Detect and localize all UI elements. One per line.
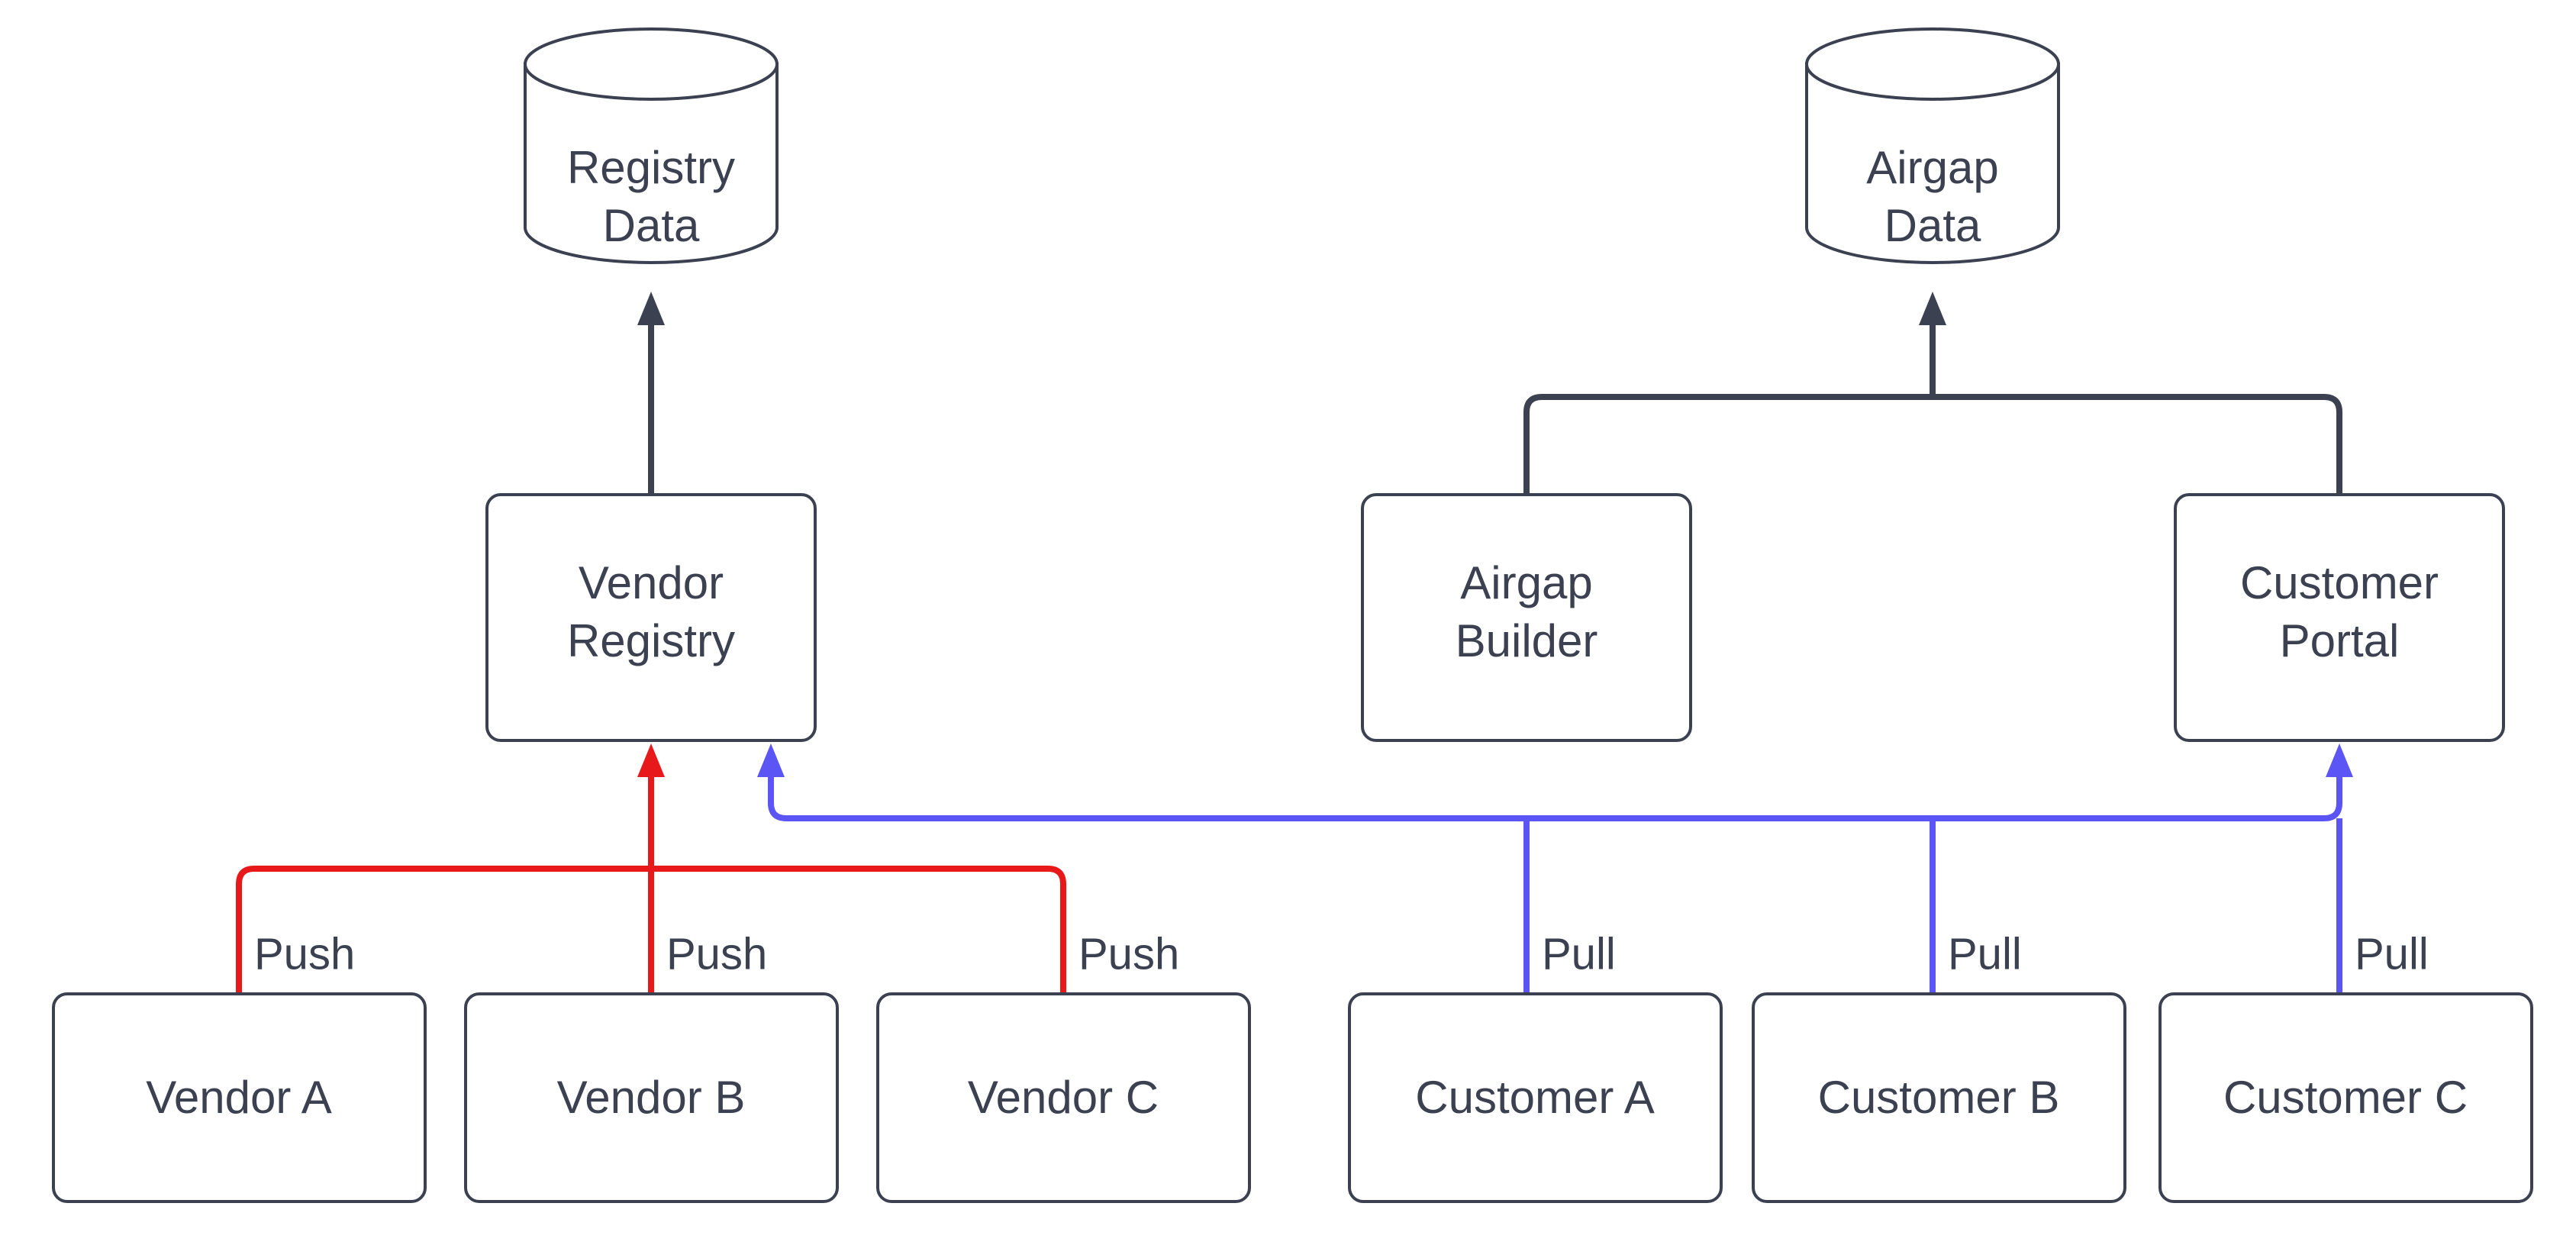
node-label: Vendor C xyxy=(968,1072,1159,1123)
node-label: Vendor B xyxy=(557,1072,746,1123)
node-label-line1: Customer xyxy=(2240,557,2439,608)
node-customer-portal[interactable]: Customer Portal xyxy=(2174,493,2505,742)
node-box xyxy=(2158,992,2533,1203)
node-label: Customer C xyxy=(2223,1072,2468,1123)
node-label: Customer A xyxy=(1415,1072,1654,1123)
node-label-line2: Data xyxy=(1884,200,1981,251)
arrowhead-icon xyxy=(637,744,665,777)
edge-customers-pull xyxy=(757,744,2353,994)
node-box xyxy=(464,992,839,1203)
edge-vendor-registry-to-registry-data xyxy=(637,292,665,495)
node-box xyxy=(876,992,1251,1203)
node-vendor-registry[interactable]: Vendor Registry xyxy=(485,493,817,742)
edge-label-pull-b: Pull xyxy=(1948,929,2022,979)
node-box xyxy=(1752,992,2126,1203)
node-label-line2: Builder xyxy=(1456,615,1598,666)
node-customer-c[interactable]: Customer C xyxy=(2158,992,2533,1203)
node-label-line1: Vendor xyxy=(579,557,724,608)
edge-label-pull-c: Pull xyxy=(2355,929,2429,979)
node-box xyxy=(1361,493,1692,742)
node-box xyxy=(1348,992,1723,1203)
cylinder-top xyxy=(524,27,779,101)
edge-label-pull-a: Pull xyxy=(1542,929,1616,979)
node-label: Customer B xyxy=(1818,1072,2060,1123)
node-box xyxy=(52,992,427,1203)
edge-label-push-b: Push xyxy=(666,929,767,979)
arrowhead-icon-customer-portal xyxy=(2326,744,2353,777)
edge-label-push-a: Push xyxy=(254,929,355,979)
node-box xyxy=(2174,493,2505,742)
node-airgap-data[interactable]: Airgap Data xyxy=(1805,27,2060,264)
node-customer-a[interactable]: Customer A xyxy=(1348,992,1723,1203)
node-label-line1: Registry xyxy=(567,142,735,193)
node-label: Vendor A xyxy=(146,1072,332,1123)
node-vendor-a[interactable]: Vendor A xyxy=(52,992,427,1203)
edge-label-push-c: Push xyxy=(1078,929,1179,979)
node-label-line2: Data xyxy=(603,200,700,251)
arrowhead-icon xyxy=(1919,292,1946,325)
edge-bracket xyxy=(1523,394,2342,495)
node-box xyxy=(485,493,817,742)
node-registry-data[interactable]: Registry Data xyxy=(524,27,779,264)
cylinder-top xyxy=(1805,27,2060,101)
cylinder-body xyxy=(524,63,779,264)
arrowhead-icon xyxy=(637,292,665,325)
cylinder-body xyxy=(1805,63,2060,264)
node-label-line1: Airgap xyxy=(1460,557,1592,608)
edge-vendors-push-to-vendor-registry xyxy=(236,744,1066,994)
arrowhead-icon-vendor-registry xyxy=(757,744,785,777)
node-label-line2: Portal xyxy=(2280,615,2400,666)
edge-services-to-airgap-data xyxy=(1523,292,2342,495)
node-airgap-builder[interactable]: Airgap Builder xyxy=(1361,493,1692,742)
node-label-line2: Registry xyxy=(567,615,735,666)
node-label-line1: Airgap xyxy=(1866,142,1998,193)
edge-trunk xyxy=(768,771,2342,821)
node-customer-b[interactable]: Customer B xyxy=(1752,992,2126,1203)
node-vendor-b[interactable]: Vendor B xyxy=(464,992,839,1203)
node-vendor-c[interactable]: Vendor C xyxy=(876,992,1251,1203)
